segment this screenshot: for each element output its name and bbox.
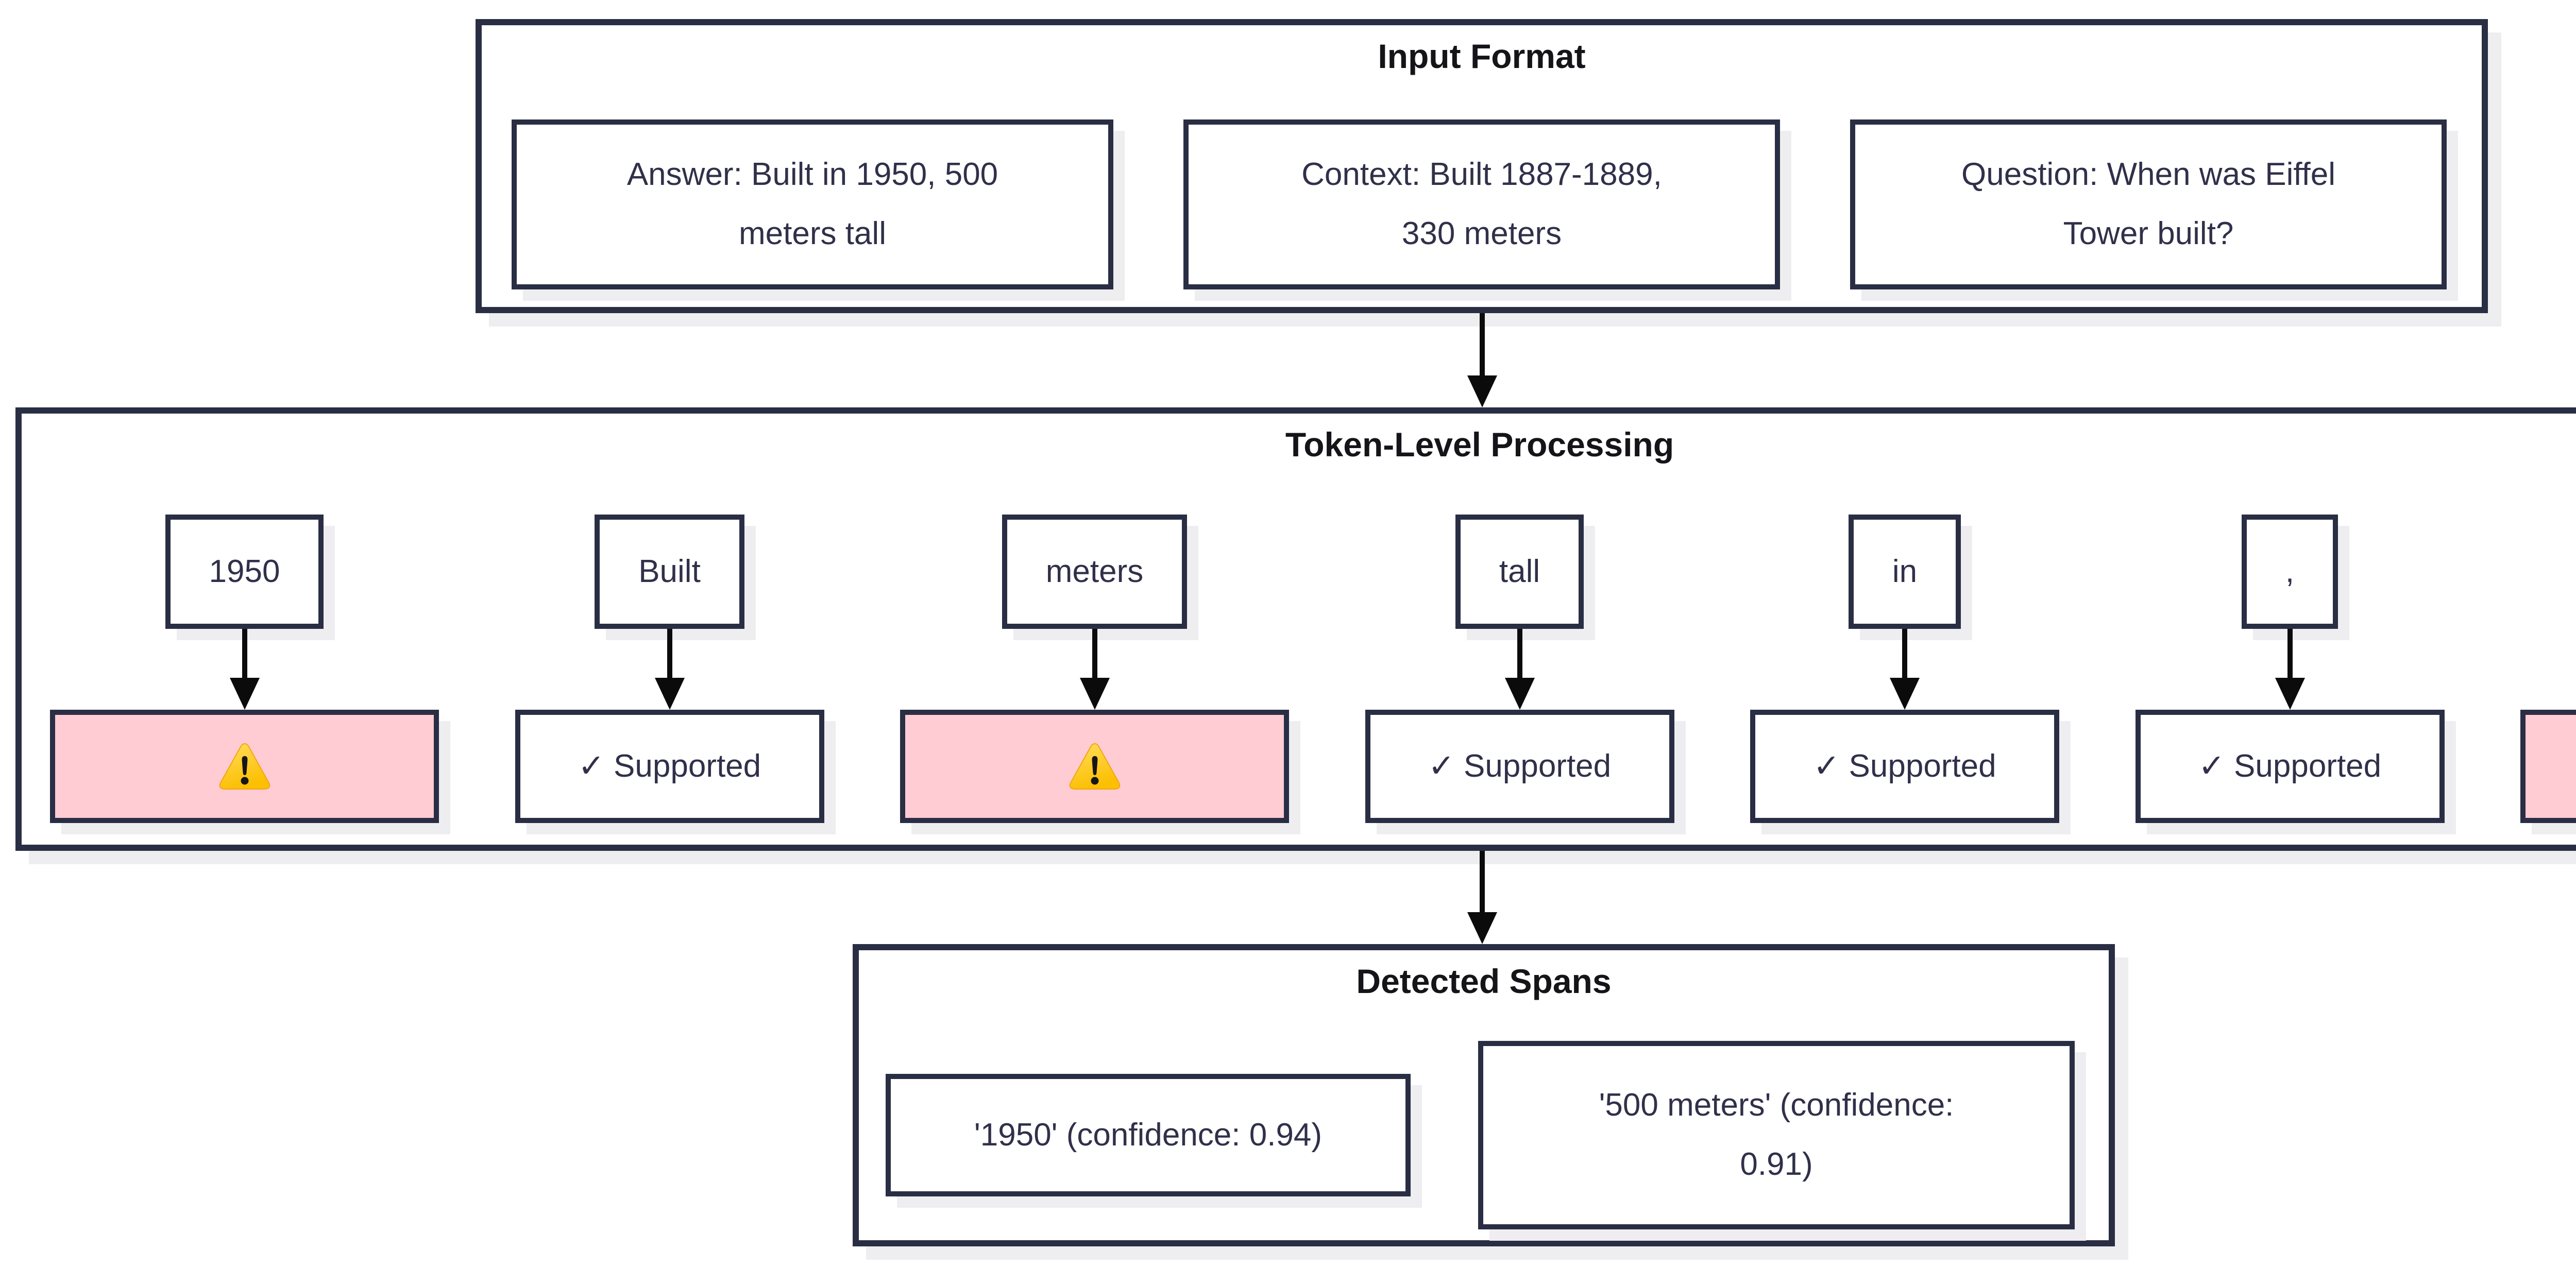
detected-span-text: '500 meters' (confidence: 0.91) (1599, 1087, 1954, 1182)
token-row: 1950 Built ✓ Supported meters (50, 515, 2576, 823)
supported-label: ✓ Supported (1428, 748, 1612, 784)
token-processing-group: Token-Level Processing 1950 Built ✓ Supp… (15, 407, 2576, 851)
input-box: Context: Built 1887-1889, 330 meters (1183, 119, 1780, 289)
input-format-title: Input Format (1378, 37, 1586, 75)
detected-spans-title: Detected Spans (1356, 962, 1612, 1000)
token-result-box: ✓ Supported (2135, 710, 2445, 823)
arrow-shaft (1480, 851, 1485, 912)
arrow-down-icon (229, 629, 260, 710)
arrow-down-icon (1467, 851, 1497, 944)
token-label: 1950 (209, 553, 280, 589)
token-label: in (1892, 553, 1918, 589)
supported-label: ✓ Supported (1813, 748, 1996, 784)
token-result-box: ✓ Supported (1750, 710, 2059, 823)
token-result-box (2520, 710, 2576, 823)
token-result-box (900, 710, 1289, 823)
arrow-down-icon (1079, 629, 1110, 710)
arrow-shaft (242, 629, 247, 678)
arrow-head (1467, 375, 1497, 407)
arrow-head (1467, 912, 1497, 944)
input-box-text: Context: Built 1887-1889, 330 meters (1301, 157, 1662, 251)
arrow-head (1079, 678, 1110, 710)
arrow-down-icon (1504, 629, 1535, 710)
arrow-shaft (667, 629, 672, 678)
detected-span-box: '500 meters' (confidence: 0.91) (1478, 1041, 2075, 1229)
arrow-shaft (1092, 629, 1097, 678)
token-result-box (50, 710, 439, 823)
supported-label: ✓ Supported (2198, 748, 2382, 784)
token-column: 1950 (50, 515, 439, 823)
token-box: , (2241, 515, 2338, 629)
token-column: , ✓ Supported (2135, 515, 2445, 823)
arrow-down-icon (654, 629, 685, 710)
arrow-shaft (2287, 629, 2293, 678)
arrow-shaft (1480, 313, 1485, 375)
detected-span-box: '1950' (confidence: 0.94) (886, 1074, 1411, 1196)
supported-label: ✓ Supported (578, 748, 761, 784)
detected-spans-group: Detected Spans '1950' (confidence: 0.94)… (853, 944, 2115, 1246)
arrow-shaft (1902, 629, 1907, 678)
token-processing-title: Token-Level Processing (1285, 425, 1674, 464)
arrow-down-icon (2275, 629, 2305, 710)
token-box: Built (595, 515, 744, 629)
arrow-head (229, 678, 260, 710)
token-box: 1950 (165, 515, 324, 629)
token-label: Built (638, 553, 701, 589)
input-format-group: Input Format Answer: Built in 1950, 500 … (476, 19, 2488, 313)
token-column: meters (900, 515, 1289, 823)
token-label: meters (1045, 553, 1144, 589)
token-label: tall (1499, 553, 1540, 589)
token-column: 500 (2520, 515, 2576, 823)
arrow-head (1504, 678, 1535, 710)
detected-span-text: '1950' (confidence: 0.94) (974, 1117, 1323, 1153)
token-box: meters (1002, 515, 1188, 629)
token-label: , (2285, 553, 2295, 589)
input-box-text: Answer: Built in 1950, 500 meters tall (626, 157, 998, 251)
arrow-head (654, 678, 685, 710)
arrow-shaft (1517, 629, 1522, 678)
token-result-box: ✓ Supported (515, 710, 824, 823)
arrow-head (2275, 678, 2305, 710)
token-column: tall ✓ Supported (1365, 515, 1674, 823)
input-box-text: Question: When was Eiffel Tower built? (1961, 157, 2335, 251)
input-box: Question: When was Eiffel Tower built? (1850, 119, 2447, 289)
warning-icon (1069, 743, 1120, 790)
arrow-down-icon (1890, 629, 1920, 710)
input-box: Answer: Built in 1950, 500 meters tall (512, 119, 1113, 289)
token-box: tall (1455, 515, 1584, 629)
detected-spans-row: '1950' (confidence: 0.94) '500 meters' (… (886, 1037, 2075, 1234)
token-column: Built ✓ Supported (515, 515, 824, 823)
arrow-down-icon (1467, 313, 1497, 407)
warning-icon (219, 743, 270, 790)
input-format-row: Answer: Built in 1950, 500 meters tall C… (512, 119, 2447, 289)
token-column: in ✓ Supported (1750, 515, 2059, 823)
token-box: in (1848, 515, 1961, 629)
arrow-head (1890, 678, 1920, 710)
token-result-box: ✓ Supported (1365, 710, 1674, 823)
